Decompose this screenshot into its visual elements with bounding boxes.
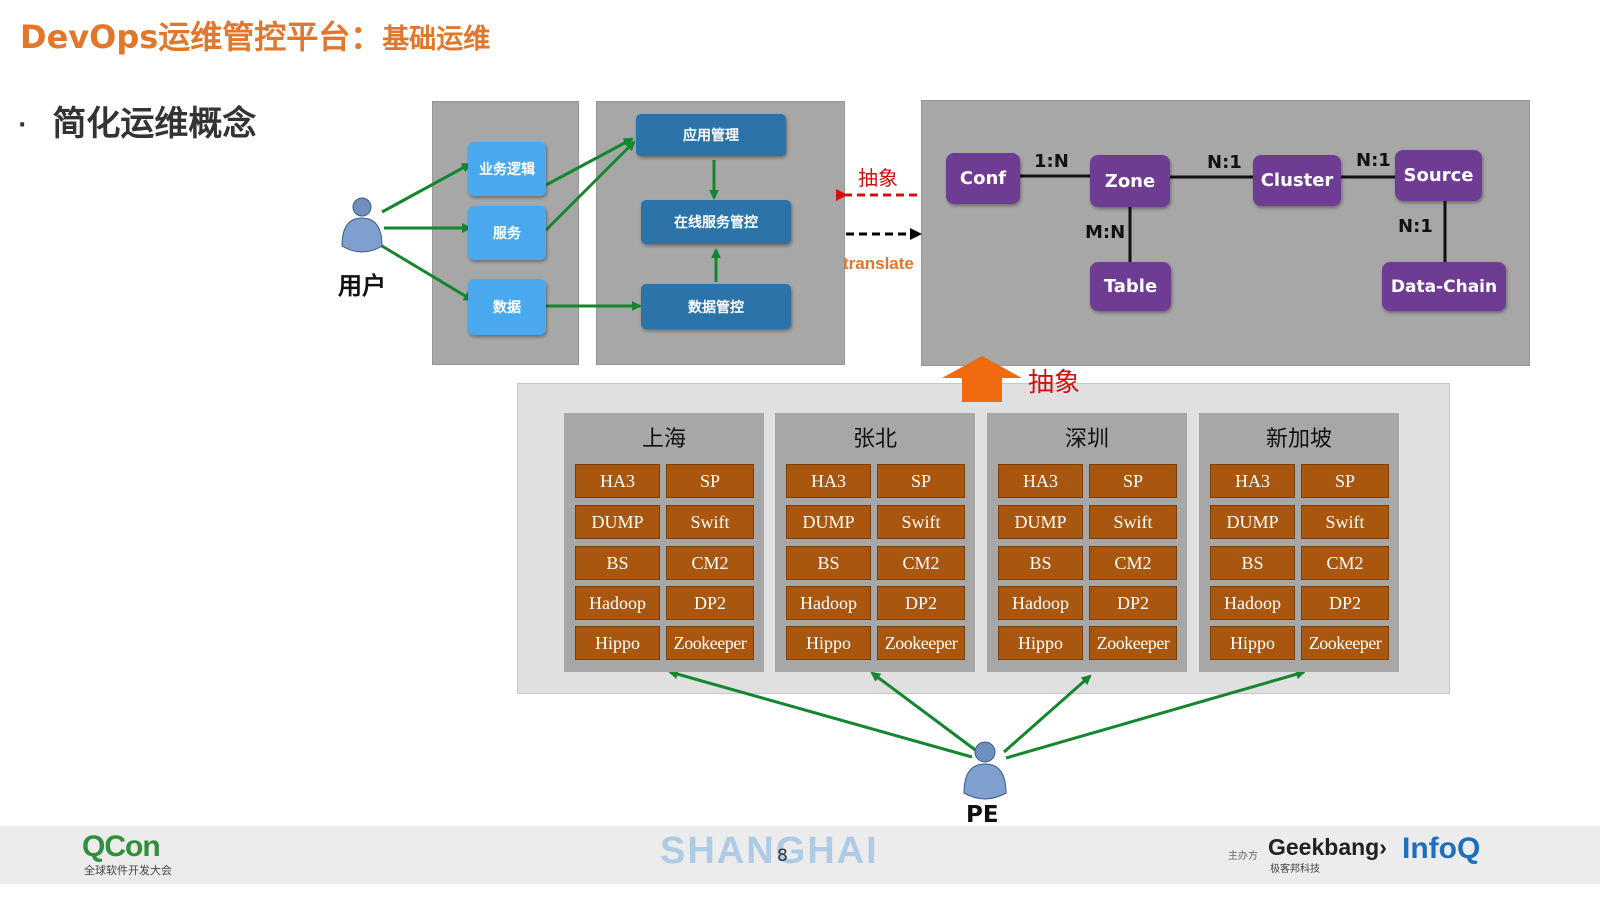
component-cell[interactable]: CM2 <box>877 546 965 580</box>
arrow-logic-app <box>545 137 634 187</box>
component-cell[interactable]: SP <box>1089 464 1177 498</box>
arrow-pe-sz <box>1003 674 1092 754</box>
rel-zone-cluster: N:1 <box>1207 152 1242 173</box>
component-cell[interactable]: SP <box>1301 464 1389 498</box>
component-cell[interactable]: Hippo <box>575 626 660 660</box>
component-cell[interactable]: DUMP <box>786 505 871 539</box>
component-cell[interactable]: DUMP <box>575 505 660 539</box>
component-cell[interactable]: Zookeeper <box>666 626 754 660</box>
component-cell[interactable]: DP2 <box>877 586 965 620</box>
er-zone[interactable]: Zone <box>1090 155 1170 207</box>
footer-bar <box>0 826 1600 884</box>
component-cell[interactable]: BS <box>998 546 1083 580</box>
abstract-label: 抽象 <box>858 166 898 190</box>
region-name: 张北 <box>852 427 897 452</box>
rel-zone-table: M:N <box>1085 222 1126 243</box>
bullet-text: 简化运维概念 <box>52 104 257 144</box>
abstract-up-arrow <box>942 356 1022 402</box>
component-cell[interactable]: SP <box>877 464 965 498</box>
component-cell[interactable]: DP2 <box>1089 586 1177 620</box>
arrow-pe-sg <box>1005 669 1306 760</box>
component-cell[interactable]: Swift <box>877 505 965 539</box>
component-cell[interactable]: BS <box>575 546 660 580</box>
infoq-logo: InfoQ <box>1402 832 1481 865</box>
component-cell[interactable]: SP <box>666 464 754 498</box>
er-table[interactable]: Table <box>1090 262 1171 311</box>
arrow-pe-sh <box>668 669 973 759</box>
component-cell[interactable]: Hippo <box>1210 626 1295 660</box>
component-cell[interactable]: Hadoop <box>575 586 660 620</box>
component-cell[interactable]: Hadoop <box>786 586 871 620</box>
component-cell[interactable]: Hippo <box>998 626 1083 660</box>
pe-label: PE <box>966 802 999 828</box>
qcon-subtitle: 全球软件开发大会 <box>84 864 172 877</box>
component-cell[interactable]: HA3 <box>998 464 1083 498</box>
component-cell[interactable]: Swift <box>666 505 754 539</box>
component-cell[interactable]: Zookeeper <box>1089 626 1177 660</box>
component-cell[interactable]: CM2 <box>1089 546 1177 580</box>
rel-conf-zone: 1:N <box>1034 151 1069 172</box>
mgmt-online-button[interactable]: 在线服务管控 <box>641 200 791 244</box>
service-service[interactable]: 服务 <box>468 206 546 260</box>
component-cell[interactable]: DUMP <box>998 505 1083 539</box>
component-cell[interactable]: Swift <box>1089 505 1177 539</box>
er-source[interactable]: Source <box>1395 150 1482 201</box>
mgmt-data-button[interactable]: 数据管控 <box>641 284 791 329</box>
title-main: DevOps运维管控平台： <box>20 18 383 56</box>
model-panel <box>921 100 1530 366</box>
component-cell[interactable]: HA3 <box>786 464 871 498</box>
bullet-point: · 简化运维概念 <box>18 96 256 145</box>
component-cell[interactable]: CM2 <box>666 546 754 580</box>
host-label: 主办方 <box>1228 851 1258 862</box>
geekbang-logo: Geekbang› <box>1268 834 1387 860</box>
component-cell[interactable]: Zookeeper <box>877 626 965 660</box>
arrow-user-data <box>381 244 474 302</box>
component-cell[interactable]: DUMP <box>1210 505 1295 539</box>
geekbang-subtitle: 极客邦科技 <box>1270 864 1320 875</box>
component-cell[interactable]: HA3 <box>575 464 660 498</box>
translate-label: translate <box>843 254 914 273</box>
component-cell[interactable]: Zookeeper <box>1301 626 1389 660</box>
component-cell[interactable]: CM2 <box>1301 546 1389 580</box>
user-label: 用户 <box>338 272 386 300</box>
service-business-logic[interactable]: 业务逻辑 <box>468 142 546 196</box>
er-cluster[interactable]: Cluster <box>1253 155 1341 206</box>
rel-cluster-source: N:1 <box>1356 150 1391 171</box>
page-number: 8 <box>777 846 788 866</box>
component-cell[interactable]: HA3 <box>1210 464 1295 498</box>
shanghai-watermark: SHANGHAI <box>660 830 879 872</box>
region-name: 深圳 <box>1064 427 1109 452</box>
component-cell[interactable]: BS <box>1210 546 1295 580</box>
component-cell[interactable]: Hadoop <box>998 586 1083 620</box>
user-icon <box>341 197 383 253</box>
component-cell[interactable]: Hippo <box>786 626 871 660</box>
arrow-user-logic <box>381 162 472 214</box>
qcon-logo: QCon <box>82 830 161 863</box>
pe-user-icon <box>963 741 1007 800</box>
region-name: 新加坡 <box>1265 427 1332 452</box>
er-data-chain[interactable]: Data-Chain <box>1382 262 1506 311</box>
region-name: 上海 <box>641 427 686 452</box>
service-data[interactable]: 数据 <box>468 279 546 335</box>
abstract-up-label: 抽象 <box>1028 368 1081 398</box>
title-sub: 基础运维 <box>382 24 491 55</box>
rel-source-chain: N:1 <box>1398 216 1433 237</box>
mgmt-app-button[interactable]: 应用管理 <box>636 114 786 156</box>
arrow-service-app <box>544 140 636 232</box>
component-cell[interactable]: DP2 <box>666 586 754 620</box>
component-cell[interactable]: Swift <box>1301 505 1389 539</box>
page-title: DevOps运维管控平台：基础运维 <box>20 12 490 58</box>
component-cell[interactable]: DP2 <box>1301 586 1389 620</box>
bullet-dot-icon: · <box>18 113 27 138</box>
arrow-pe-zb <box>870 671 979 754</box>
component-cell[interactable]: Hadoop <box>1210 586 1295 620</box>
er-conf[interactable]: Conf <box>946 153 1020 204</box>
component-cell[interactable]: BS <box>786 546 871 580</box>
